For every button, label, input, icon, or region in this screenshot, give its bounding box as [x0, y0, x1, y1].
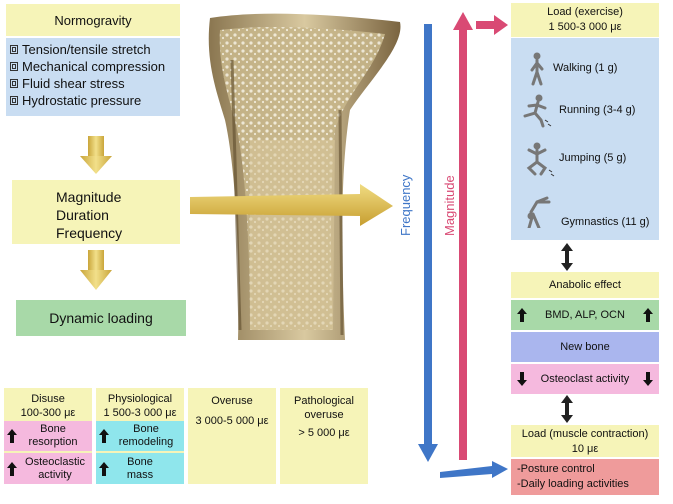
osteoclast-activity-box: Osteoclast activity [511, 364, 659, 394]
activity-gymnastics: Gymnastics (11 g) [561, 216, 649, 228]
double-arrow-icon [561, 243, 573, 271]
disuse-effect-resorption: Bone resorption [4, 421, 92, 451]
increase-arrow-icon [7, 429, 17, 443]
gymnastics-figure-icon [519, 194, 557, 228]
activity-walking: Walking (1 g) [553, 62, 617, 74]
physiological-effect-mass-label: Bone mass [115, 456, 165, 482]
pathological-title-line2: overuse [280, 408, 368, 422]
anabolic-effect-title: Anabolic effect [511, 272, 659, 298]
state-overuse: Overuse 3 000-5 000 με [188, 388, 276, 484]
pathological-title-line1: Pathological [280, 394, 368, 408]
increase-arrow-icon [99, 429, 109, 443]
dynamic-loading-label: Dynamic loading [49, 310, 153, 326]
muscle-activity-posture: -Posture control [517, 462, 659, 477]
muscle-activity-daily: -Daily loading activities [517, 477, 659, 492]
right-arrow-icon [440, 461, 508, 478]
checkbox-icon [10, 45, 18, 54]
physiological-effect-remodeling: Bone remodeling [96, 421, 184, 451]
overuse-title: Overuse [188, 394, 276, 408]
list-item: Hydrostatic pressure [10, 92, 180, 109]
disuse-title: Disuse [4, 392, 92, 406]
state-pathological-overuse: Pathological overuse > 5 000 με [280, 388, 368, 484]
increase-arrow-icon [7, 462, 17, 476]
new-bone-box: New bone [511, 332, 659, 362]
jumping-figure-icon [521, 142, 557, 178]
overuse-range: 3 000-5 000 με [188, 414, 276, 428]
list-item: Tension/tensile stretch [10, 41, 180, 58]
right-arrow-icon [476, 15, 508, 35]
exercise-activities-panel: Walking (1 g) Running (3-4 g) Jumping (5… [511, 38, 659, 240]
checkbox-icon [10, 96, 18, 105]
running-figure-icon [521, 94, 555, 128]
activity-running: Running (3-4 g) [559, 104, 635, 116]
double-arrow-icon [561, 395, 573, 423]
disuse-range: 100-300 με [4, 406, 92, 420]
increase-arrow-icon [517, 308, 527, 322]
checkbox-icon [10, 62, 18, 71]
bone-image [209, 14, 401, 340]
magnitude-arrow [453, 12, 473, 460]
increase-arrow-icon [643, 308, 653, 322]
normogravity-title-text: Normogravity [54, 13, 131, 28]
activity-jumping: Jumping (5 g) [559, 152, 626, 164]
physiological-effect-remodeling-label: Bone remodeling [115, 423, 177, 449]
normogravity-title: Normogravity [6, 4, 180, 36]
walking-figure-icon [527, 52, 547, 86]
magnitude-label: Magnitude [442, 175, 457, 236]
checkbox-icon [10, 79, 18, 88]
load-muscle-value: 10 με [511, 442, 659, 457]
load-muscle-activities: -Posture control -Daily loading activiti… [511, 459, 659, 495]
state-disuse: Disuse 100-300 με Bone resorption Osteoc… [4, 388, 92, 484]
decrease-arrow-icon [643, 372, 653, 386]
new-bone-label: New bone [560, 341, 610, 353]
physiological-effect-mass: Bone mass [96, 453, 184, 484]
increase-arrow-icon [99, 462, 109, 476]
physiological-title: Physiological [96, 392, 184, 406]
decrease-arrow-icon [517, 372, 527, 386]
dynamic-loading-box: Dynamic loading [16, 300, 186, 336]
state-physiological: Physiological 1 500-3 000 με Bone remode… [96, 388, 184, 484]
load-exercise-title: Load (exercise) [511, 5, 659, 20]
disuse-effect-osteoclastic-label: Osteoclastic activity [23, 456, 87, 482]
anabolic-effect-label: Anabolic effect [549, 279, 621, 291]
osteoclast-activity-label: Osteoclast activity [541, 373, 630, 385]
load-exercise-header: Load (exercise) 1 500-3 000 με [511, 3, 659, 37]
frequency-label: Frequency [398, 175, 413, 236]
disuse-effect-osteoclastic: Osteoclastic activity [4, 453, 92, 484]
anabolic-markers: BMD, ALP, OCN [511, 300, 659, 330]
list-item: Fluid shear stress [10, 75, 180, 92]
load-muscle-header: Load (muscle contraction) 10 με [511, 425, 659, 457]
list-item: Mechanical compression [10, 58, 180, 75]
load-muscle-title: Load (muscle contraction) [511, 427, 659, 442]
force-types-list: Tension/tensile stretch Mechanical compr… [6, 38, 180, 116]
physiological-range: 1 500-3 000 με [96, 406, 184, 420]
frequency-arrow [418, 24, 438, 462]
parameter-duration: Duration [56, 206, 180, 224]
pathological-range: > 5 000 με [280, 426, 368, 440]
down-arrow-icon [80, 136, 112, 174]
parameter-magnitude: Magnitude [56, 188, 180, 206]
parameter-frequency: Frequency [56, 224, 180, 242]
down-arrow-icon [80, 250, 112, 290]
disuse-effect-resorption-label: Bone resorption [23, 423, 83, 449]
load-exercise-range: 1 500-3 000 με [511, 20, 659, 35]
anabolic-markers-label: BMD, ALP, OCN [545, 309, 625, 321]
loading-parameters: Magnitude Duration Frequency [12, 180, 180, 244]
